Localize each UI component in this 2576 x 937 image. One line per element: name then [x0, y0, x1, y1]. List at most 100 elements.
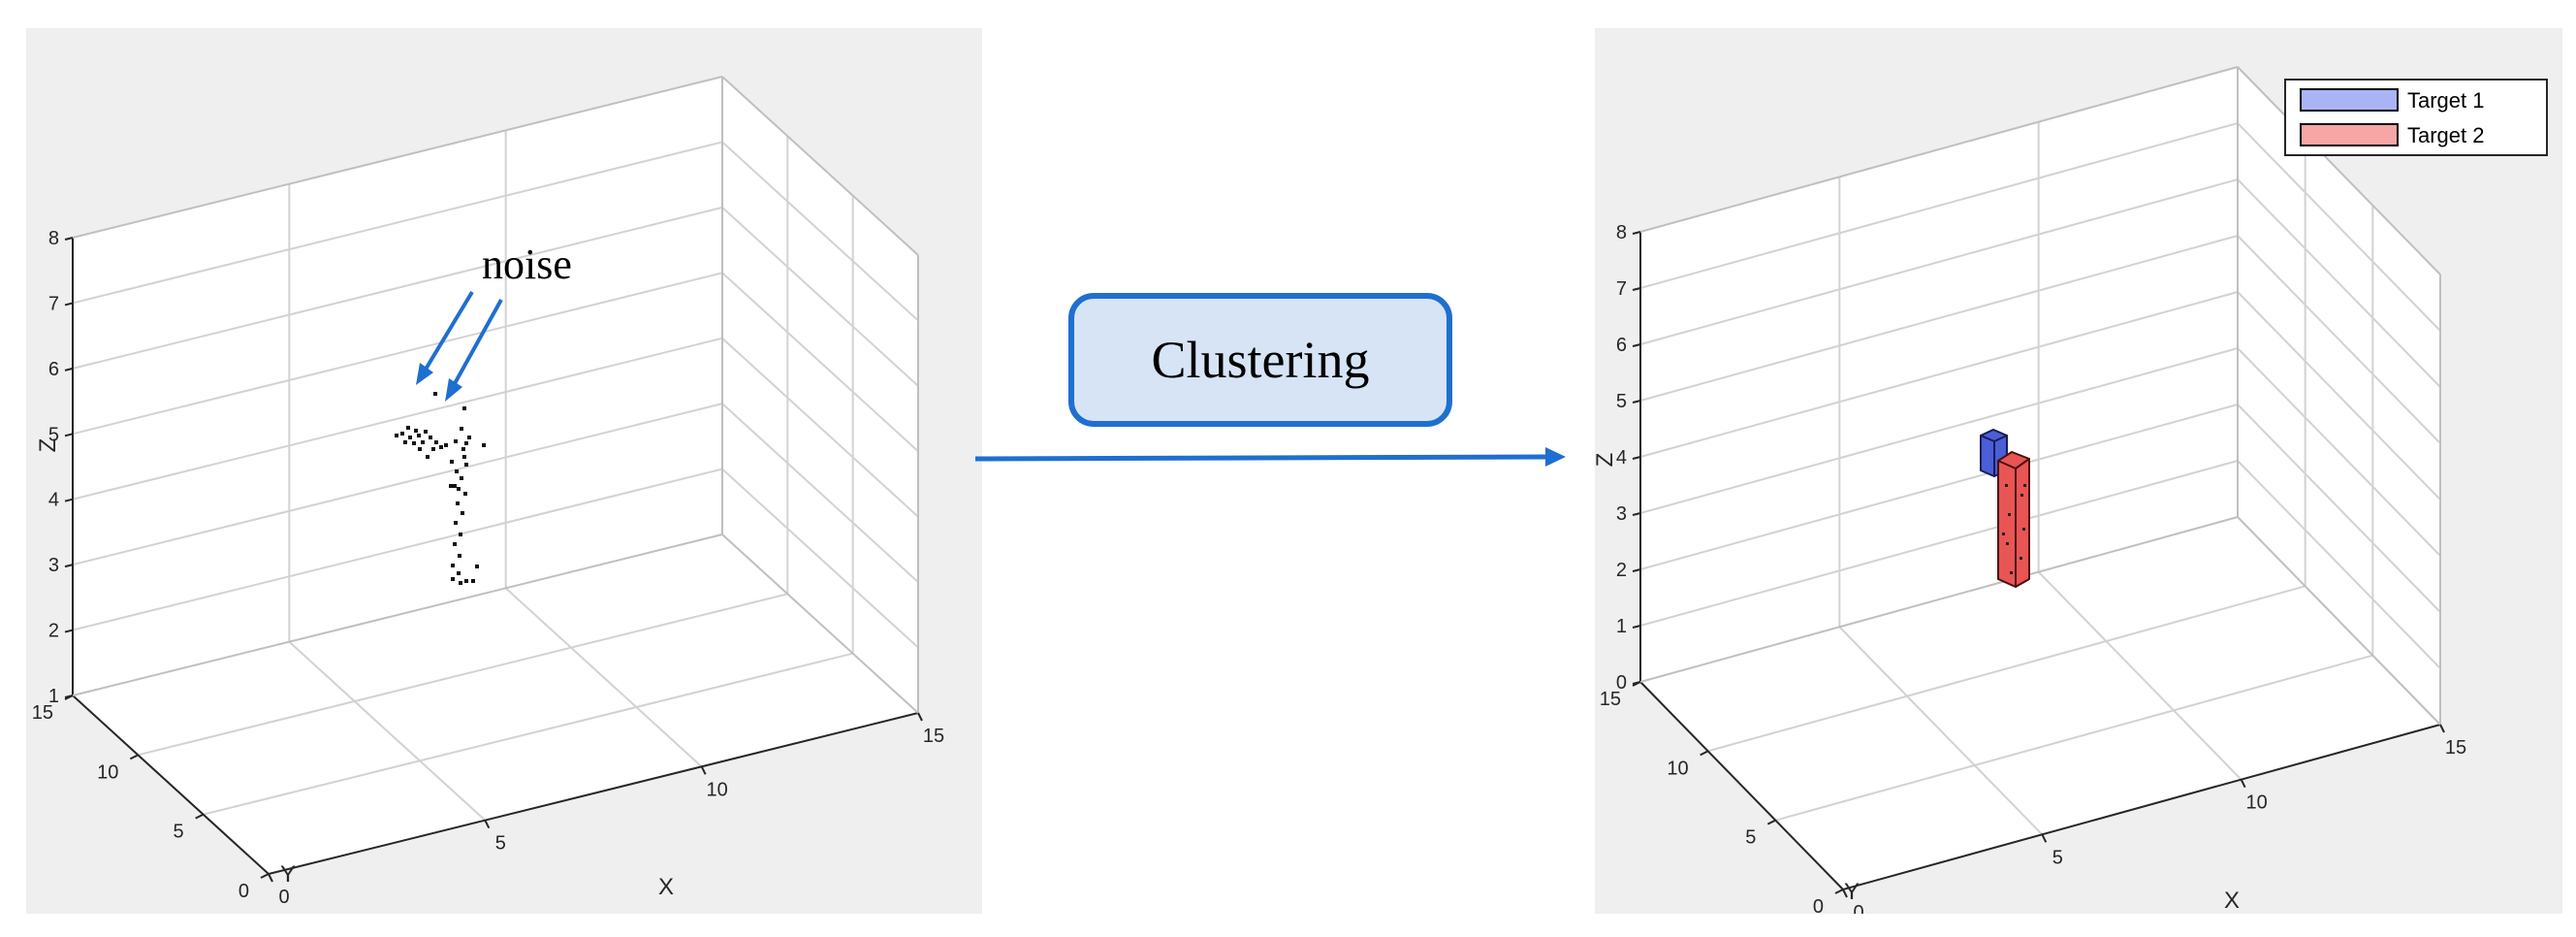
x-tick-label: 15 — [923, 726, 944, 747]
y-tick-mark — [195, 813, 205, 820]
point — [464, 579, 468, 583]
point — [395, 434, 398, 437]
back-wall-left — [73, 77, 722, 695]
y-tick-label: 0 — [239, 881, 249, 902]
point — [434, 440, 438, 444]
point — [433, 392, 437, 396]
wall-grid-line — [721, 207, 919, 387]
noise-arrow-2 — [451, 299, 503, 388]
z-tick-mark — [64, 302, 74, 307]
top-edge — [721, 76, 919, 256]
point — [462, 406, 466, 410]
z-tick-mark — [1632, 400, 1641, 404]
target-2-edge — [1997, 460, 2017, 469]
floor-grid-line — [1775, 654, 2373, 822]
back-wall-right — [722, 77, 918, 713]
process-arrowhead — [1545, 447, 1566, 467]
left-point-cloud — [395, 392, 486, 585]
floor-grid-line — [288, 640, 487, 822]
point — [463, 492, 467, 496]
top-edge — [2237, 66, 2441, 275]
x-tick-mark — [1842, 889, 1848, 898]
wall-grid-line — [72, 141, 723, 305]
wall-grid-line — [72, 206, 723, 370]
point — [457, 571, 461, 575]
point — [450, 460, 454, 464]
z-tick-label: 0 — [1616, 672, 1627, 694]
point — [449, 484, 453, 488]
point — [482, 443, 486, 447]
back-edge — [1639, 516, 2239, 683]
wall-grid-line — [72, 337, 723, 501]
z-tick-label: 5 — [48, 424, 59, 445]
point — [431, 447, 435, 451]
target-1-edge — [1993, 435, 2008, 442]
z-tick-label: 3 — [1616, 503, 1627, 525]
point — [2002, 533, 2005, 535]
wall-grid-line — [2237, 460, 2441, 669]
target-2-box — [1997, 450, 2030, 589]
z-tick-mark — [64, 564, 74, 568]
clustering-step: Clustering — [970, 272, 1590, 504]
point — [454, 521, 458, 525]
point — [462, 455, 466, 459]
floor-grid-line — [2037, 570, 2242, 781]
point — [453, 542, 457, 546]
point — [458, 554, 461, 558]
wall-grid-line — [72, 468, 723, 631]
wall-grid-line — [721, 141, 919, 322]
y-tick-label: 0 — [1813, 896, 1824, 914]
clustering-box: Clustering — [1068, 293, 1452, 427]
right-y-axis-label: Y — [1844, 879, 1860, 905]
wall-grid-line — [2237, 291, 2441, 501]
point — [461, 511, 464, 515]
x-tick-label: 10 — [2246, 792, 2268, 814]
point — [2008, 513, 2011, 516]
point — [2020, 494, 2023, 497]
noise-arrows — [416, 290, 503, 402]
point — [459, 581, 462, 585]
point — [400, 432, 404, 436]
x-tick-label: 0 — [278, 887, 289, 908]
wall-grid-line — [2237, 347, 2441, 557]
y-axis-line — [1639, 681, 1844, 890]
point — [426, 455, 429, 459]
z-tick-mark — [1632, 568, 1641, 572]
y-tick-mark — [1700, 750, 1709, 757]
process-arrow — [974, 447, 1566, 467]
point — [418, 447, 422, 451]
wall-grid-line — [1639, 347, 2239, 514]
y-tick-mark — [1632, 681, 1641, 687]
wall-grid-line — [2237, 404, 2441, 613]
point — [461, 447, 465, 451]
wall-grid-line — [2237, 178, 2441, 388]
point — [471, 579, 475, 583]
point — [451, 564, 455, 567]
y-tick-mark — [129, 754, 139, 760]
point — [460, 427, 463, 431]
z-tick-mark — [1632, 343, 1641, 347]
back-edge — [721, 533, 919, 714]
wall-grid-line — [2237, 122, 2441, 332]
point — [408, 436, 412, 439]
legend: Target 1 Target 2 — [2284, 79, 2548, 156]
floor-grid-line — [1707, 585, 2306, 753]
wall-grid-line — [1639, 404, 2239, 570]
point — [455, 469, 459, 473]
z-tick-label: 1 — [1616, 616, 1627, 637]
y-tick-label: 10 — [1667, 758, 1688, 779]
legend-label-target-1: Target 1 — [2407, 88, 2485, 113]
z-tick-label: 6 — [48, 359, 59, 380]
right-x-axis-label: X — [2224, 888, 2240, 914]
x-tick-mark — [2240, 779, 2246, 789]
z-tick-label: 8 — [48, 228, 59, 249]
floor — [1640, 517, 2440, 889]
legend-label-target-2: Target 2 — [2407, 123, 2485, 147]
target-2-edge — [2015, 458, 2030, 469]
left-x-axis-label: X — [658, 874, 674, 900]
y-tick-mark — [1834, 889, 1844, 894]
